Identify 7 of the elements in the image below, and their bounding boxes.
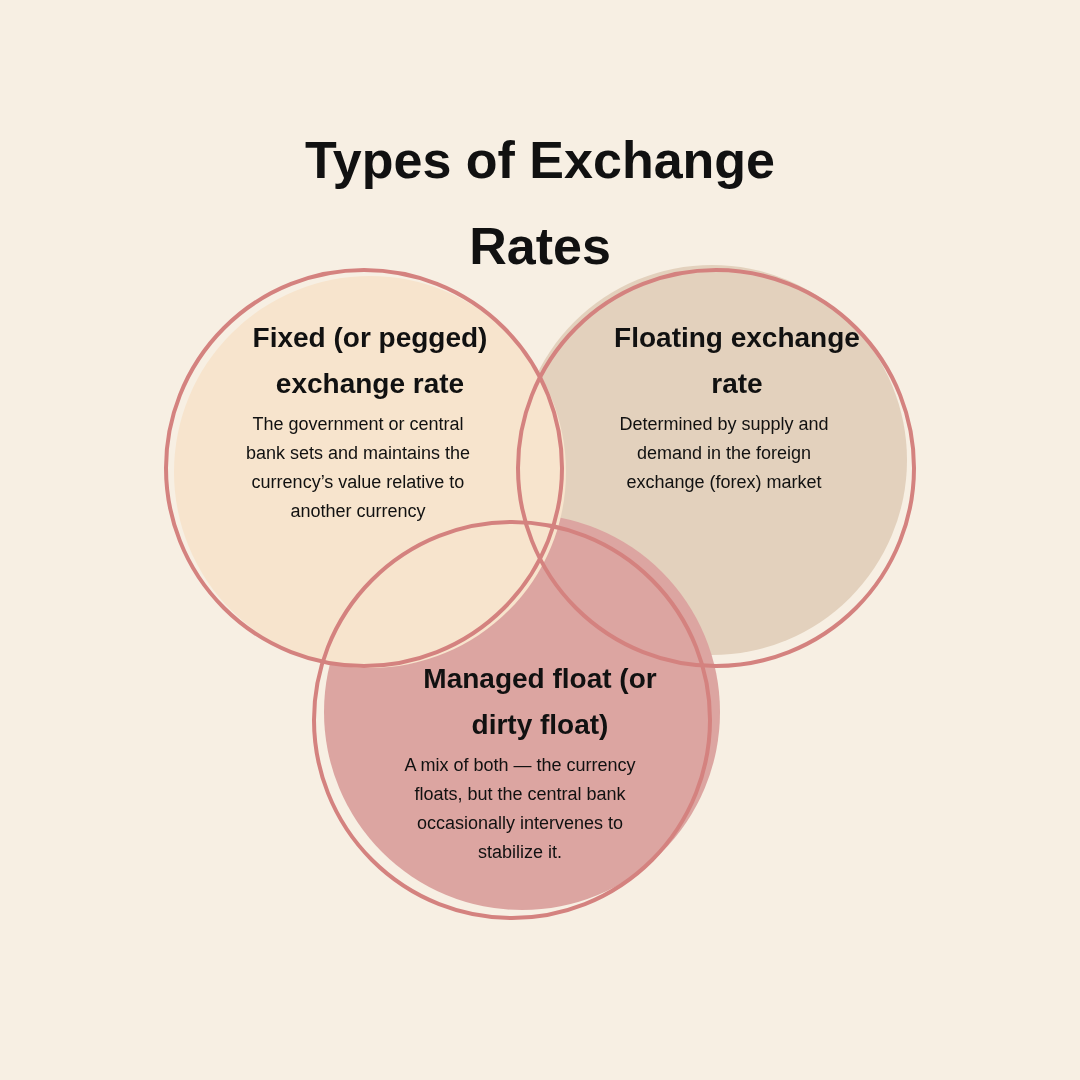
circle-description: Determined by supply and demand in the foreign exchange (forex) market xyxy=(618,413,830,494)
circle-description: The government or central bank sets and maintains the currency’s value relative to another currency xyxy=(244,413,472,523)
circle-description: A mix of both — the currency floats, but the central bank occasionally intervenes to stabilize it. xyxy=(403,754,637,864)
circle-heading: Floating exchange rate xyxy=(613,321,861,401)
diagram-title: Types of Exchange Rates xyxy=(303,130,777,277)
circle-heading: Managed float (or dirty float) xyxy=(422,662,658,742)
circle-heading: Fixed (or pegged) exchange rate xyxy=(251,321,489,401)
